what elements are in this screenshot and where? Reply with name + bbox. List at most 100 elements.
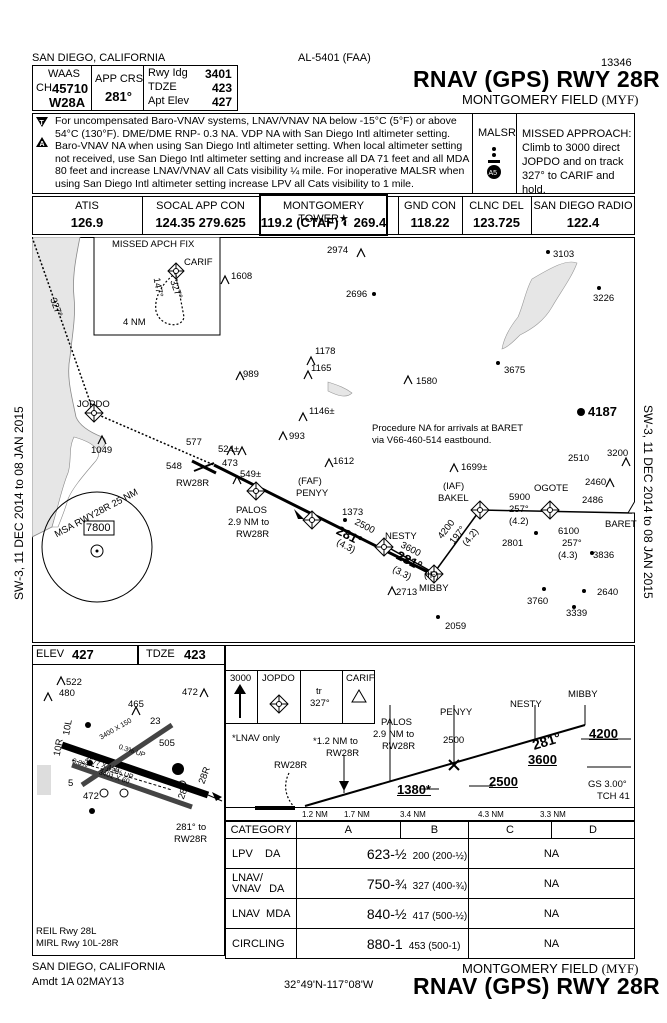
obstacle-label: 3226	[593, 293, 615, 304]
obstacle-label: 1612	[333, 456, 355, 467]
obstacle-label: 2059	[445, 621, 467, 632]
footer-airport-id: (MYF)	[601, 961, 639, 976]
elev-label: ELEV	[36, 648, 65, 660]
t-symbol-icon: T	[36, 117, 48, 127]
lake	[501, 261, 578, 350]
missed-approach-text: MISSED APPROACH: Climb to 3000 direct JO…	[522, 128, 632, 196]
rwy-5-label: 5	[68, 778, 74, 789]
clnc-del-label: CLNC DEL	[469, 200, 524, 212]
min-label: LNAV MDA	[225, 898, 297, 929]
nesty-label: NESTY	[385, 531, 417, 542]
min-value-a: 623-½	[366, 845, 407, 862]
obstacle-label: 3200	[607, 448, 629, 459]
obstacle-label: 2801	[502, 538, 524, 549]
minimums-table: CATEGORY A B C D LPV DA 623-½ 200 (200-½…	[225, 821, 636, 959]
min-ab: 880-1 453 (500-1)	[295, 928, 470, 959]
profile-gs: GS 3.00°	[588, 779, 627, 790]
radio-label: SAN DIEGO RADIO	[533, 200, 633, 212]
obstacle-label: 3103	[553, 249, 575, 260]
divider	[472, 113, 473, 194]
min-value-b: 327 (400-¾)	[412, 880, 468, 892]
waypoint-baret	[627, 500, 635, 514]
profile-carif: CARIF	[346, 673, 375, 684]
bay	[51, 436, 99, 528]
divider	[462, 196, 463, 235]
radio-freq: 122.4	[566, 215, 600, 230]
min-row-label: LNAV	[232, 907, 260, 920]
tdze-box	[138, 645, 225, 665]
min-ab: 750-¾ 327 (400-¾)	[295, 868, 470, 899]
obstacle-label: 473	[222, 458, 238, 469]
ad-obs-472a: 472	[182, 687, 198, 698]
profile-icons	[234, 684, 367, 718]
minimums-row: LPV DA 623-½ 200 (200-½) NA	[225, 838, 635, 869]
climb-arrow-icon	[234, 684, 246, 718]
missed-apch-inset	[93, 237, 221, 336]
min-cd: NA	[468, 868, 635, 899]
profile-tr: tr	[316, 686, 322, 697]
minimums-row: LNAV/ VNAV DA 750-¾ 327 (400-¾) NA	[225, 868, 635, 899]
msa-alt: 7800	[86, 522, 111, 534]
cat-c-header: C	[468, 821, 552, 839]
divider	[531, 196, 532, 235]
profile-dist-1: 1.2 NM	[302, 810, 328, 819]
waypoint-ogote	[540, 500, 560, 520]
waypoint-palos	[246, 481, 266, 501]
obstacle-label: 1373	[342, 507, 364, 518]
footer-amdt: Amdt 1A 02MAY13	[32, 976, 125, 988]
svg-text:A: A	[40, 141, 45, 148]
profile-dist-3: 3.4 NM	[400, 810, 426, 819]
runway-10l-28r	[60, 741, 210, 799]
ad-obs-480: 480	[59, 688, 75, 699]
footer-airport-name: MONTGOMERY FIELD	[462, 961, 599, 976]
mibby-label: MIBBY	[419, 583, 449, 594]
obstacle-label: 1165	[311, 363, 332, 374]
profile-jopdo: JOPDO	[262, 673, 295, 684]
tdze: 423	[212, 81, 233, 95]
rwy-23-label: 23	[150, 716, 161, 727]
gnd-con-label: GND CON	[404, 200, 456, 212]
iaf-label: (IAF)	[443, 481, 465, 492]
svg-text:T: T	[40, 120, 45, 127]
obstacle-label: 524±	[218, 444, 240, 455]
airport-name: MONTGOMERY FIELD (MYF)	[462, 92, 639, 108]
waas-id: W28A	[49, 95, 86, 110]
min-row-type: DA	[269, 882, 285, 895]
minimums-header-row: CATEGORY A B C D	[225, 821, 636, 839]
tower-freq: 119.2 (CTAF) ◐ 269.4	[260, 215, 387, 230]
obstacle-label: 2974	[327, 245, 349, 256]
waypoint-jopdo	[84, 403, 104, 423]
seg-43b: (4.3)	[558, 550, 578, 561]
obstacle-label: 2713	[396, 587, 418, 598]
profile-rw28r: RW28R	[274, 760, 308, 771]
palos-dist: 2.9 NM to	[228, 517, 270, 528]
minimums-row: CIRCLING 880-1 453 (500-1) NA	[225, 928, 635, 959]
obstacle-label: 3836	[593, 550, 615, 561]
ch-value: 45710	[52, 81, 89, 96]
tower-label: MONTGOMERY TOWER★	[282, 200, 365, 225]
waas-label: WAAS	[48, 68, 80, 80]
obstacle-label: 548	[166, 461, 182, 472]
nm-note: *1.2 NM to	[313, 736, 358, 747]
profile-graphics	[255, 705, 631, 810]
waypoint-penyy	[302, 510, 322, 530]
cat-d-header: D	[550, 821, 636, 839]
svg-text:A5: A5	[489, 170, 498, 177]
ad-track-note-2: RW28R	[174, 834, 208, 845]
airport-name-text: MONTGOMERY FIELD	[462, 92, 599, 107]
carif-inset-label: CARIF	[184, 257, 213, 268]
inset-4nm: 4 NM	[123, 317, 146, 328]
footer-airport: MONTGOMERY FIELD (MYF)	[462, 961, 639, 977]
tdze-box-label: TDZE	[146, 648, 175, 660]
runway-10r-28l	[71, 762, 193, 810]
profile-alt-1380: 1380*	[397, 782, 431, 797]
atis-freq: 126.9	[70, 215, 104, 230]
min-label: LPV DA	[225, 838, 297, 869]
note-1: For uncompensated Baro-VNAV systems, LNA…	[55, 115, 457, 140]
min-cd: NA	[468, 928, 635, 959]
profile-tch: TCH 41	[597, 791, 630, 802]
footer-city: SAN DIEGO, CALIFORNIA	[32, 961, 166, 973]
cat-b-header: B	[399, 821, 470, 839]
ad-obs-505: 505	[159, 738, 175, 749]
divider	[300, 670, 301, 724]
